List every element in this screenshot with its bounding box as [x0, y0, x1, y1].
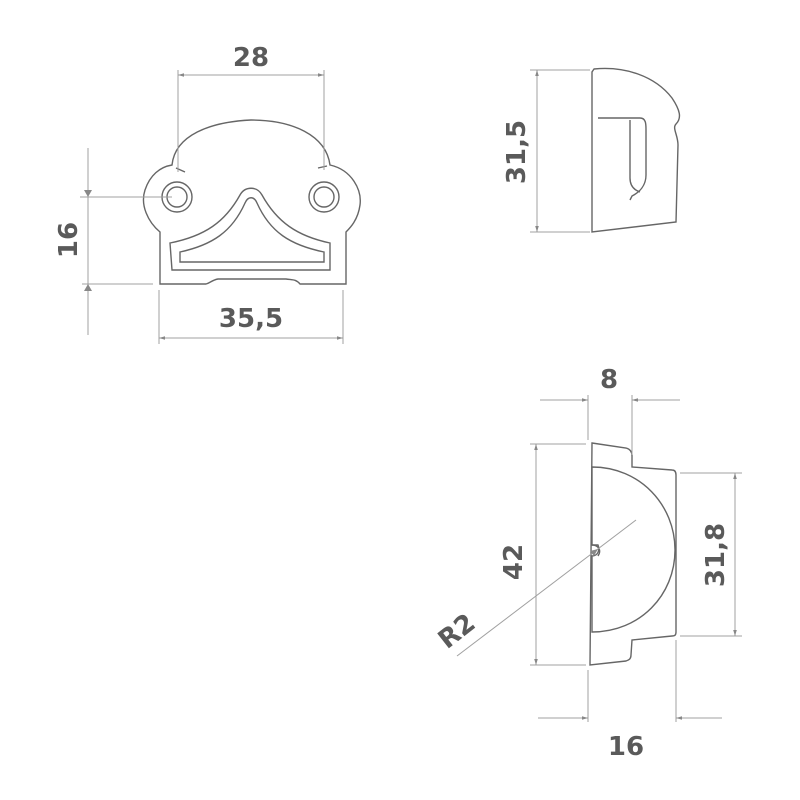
right-hole-inner: [313, 186, 335, 208]
dim-label-35-5: 35,5: [219, 304, 283, 334]
dim-label-28: 28: [233, 43, 269, 73]
rear-view: 8 16 42 31,8 R2: [433, 365, 742, 762]
front-view: 28 16 35,5: [54, 43, 361, 344]
latch-slot-inner: [179, 197, 325, 263]
dim-label-31-8: 31,8: [701, 523, 731, 587]
dim-label-31-5: 31,5: [502, 120, 532, 184]
right-hole-outer: [308, 181, 340, 213]
front-outline: [142, 119, 361, 285]
side-view: 31,5: [502, 67, 681, 233]
rear-dome: [591, 466, 676, 633]
dim-label-16-depth: 16: [608, 732, 644, 762]
dim-label-8: 8: [600, 365, 618, 395]
radius-leader-line: [456, 519, 637, 657]
dim-label-16-height: 16: [54, 222, 84, 258]
latch-slot-outer: [169, 187, 331, 271]
side-outline: [591, 67, 681, 233]
dim-label-42: 42: [499, 544, 529, 580]
dim-label-r2: R2: [433, 608, 482, 655]
side-hook: [598, 117, 647, 201]
